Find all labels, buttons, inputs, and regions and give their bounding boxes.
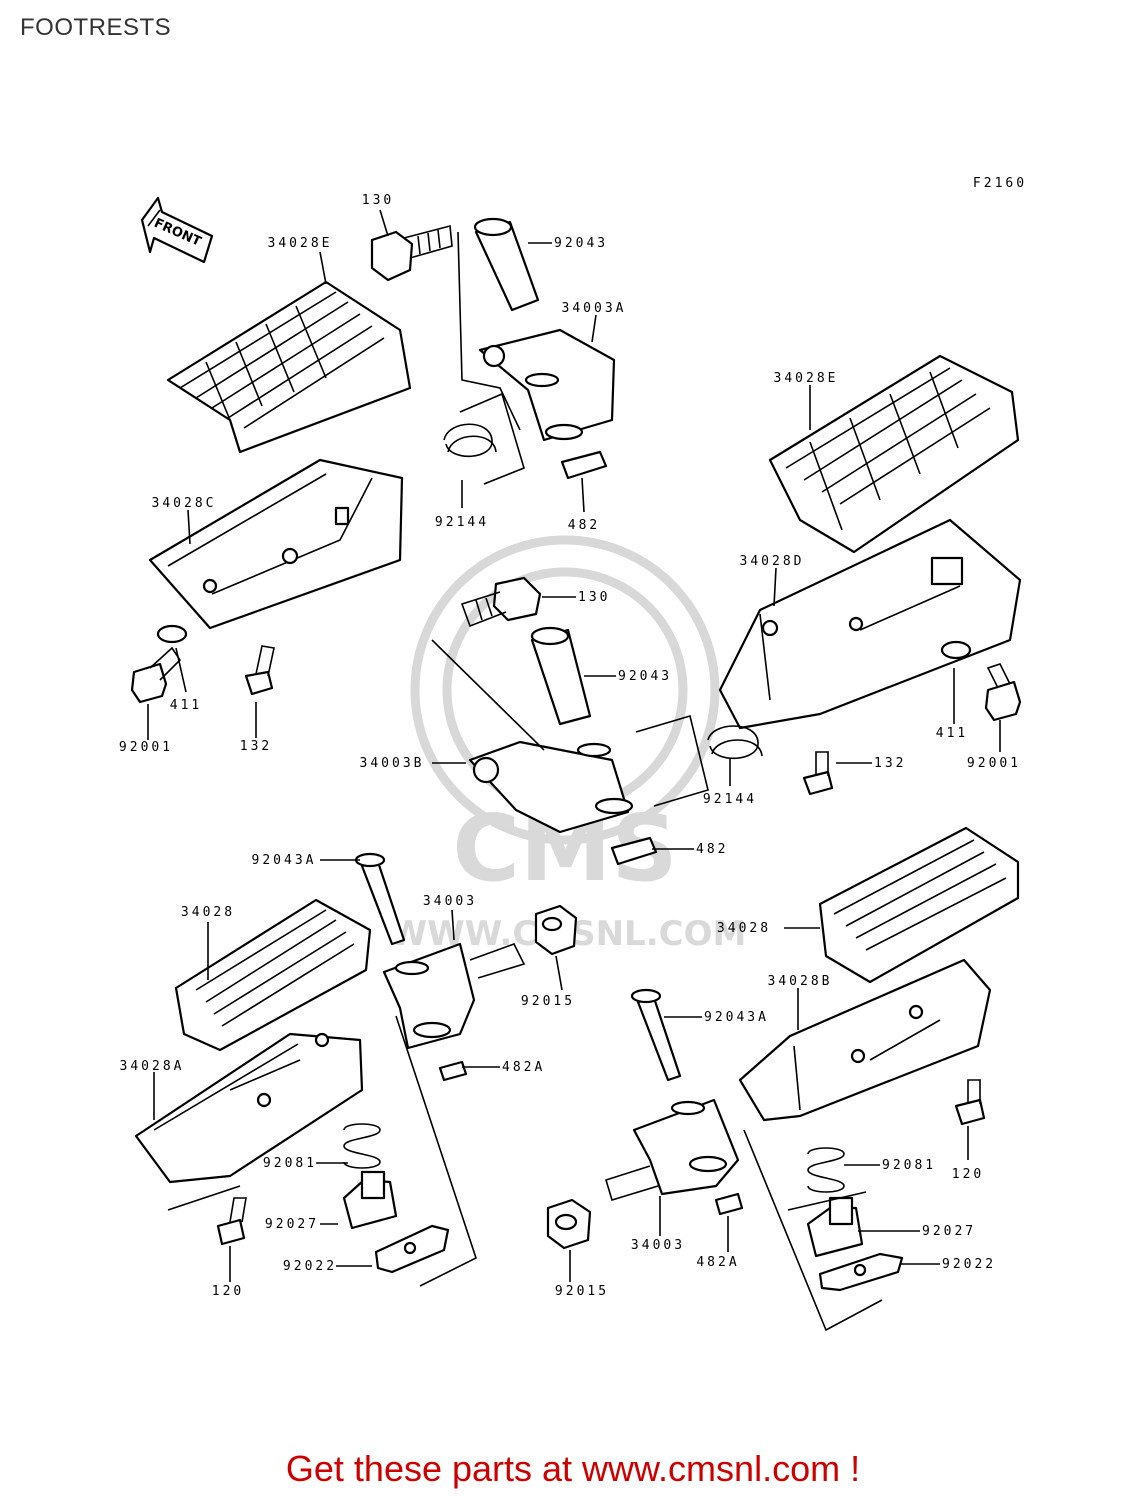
- part-label-34003-left: 34003: [423, 894, 477, 909]
- part-label-92015-left: 92015: [521, 994, 575, 1009]
- bolt-130-mid: [460, 576, 542, 628]
- part-label-34028E-right: 34028E: [774, 371, 839, 386]
- spring-92144-mid: [707, 725, 763, 760]
- part-label-92001-right: 92001: [967, 756, 1021, 771]
- part-label-92043A-right: 92043A: [704, 1010, 769, 1025]
- part-label-132-right: 132: [874, 756, 906, 771]
- part-label-92022-right: 92022: [942, 1257, 996, 1272]
- rubber-pad-34028-right: [818, 826, 1020, 984]
- part-label-34003-right: 34003: [631, 1238, 685, 1253]
- washer-482A-left: [438, 1060, 468, 1082]
- part-label-92001-left: 92001: [119, 740, 173, 755]
- part-label-92081-right: 92081: [882, 1158, 936, 1173]
- rubber-pad-34028E-left: [166, 280, 412, 454]
- bracket-34028A: [134, 1032, 364, 1184]
- spring-92144-top: [443, 423, 497, 458]
- part-label-411-right: 411: [936, 726, 968, 741]
- cmsnl-promo-link[interactable]: Get these parts at www.cmsnl.com !: [285, 1448, 861, 1489]
- part-label-34028B: 34028B: [768, 974, 833, 989]
- holder-34003A: [478, 328, 616, 442]
- assembly-line-right-lower: [743, 1129, 883, 1332]
- bolt-132-right: [802, 751, 834, 796]
- bolt-130-top: [370, 224, 453, 282]
- part-label-411-left: 411: [170, 698, 202, 713]
- part-label-34028-right: 34028: [717, 921, 771, 936]
- part-label-130: 130: [362, 193, 394, 208]
- bolt-92001-right: [984, 663, 1022, 722]
- spring-92081-left: [343, 1123, 381, 1169]
- part-label-92015-right: 92015: [555, 1284, 609, 1299]
- assembly-line-34003A: [457, 231, 521, 431]
- part-label-130-mid: 130: [578, 590, 610, 605]
- rubber-pad-34028E-right: [768, 354, 1020, 554]
- part-label-92144-mid: 92144: [703, 792, 757, 807]
- rubber-pad-34028-left: [174, 898, 372, 1052]
- bolt-132-left: [244, 645, 275, 696]
- part-label-92027-right: 92027: [922, 1224, 976, 1239]
- part-label-120-left: 120: [212, 1284, 244, 1299]
- bolt-92001-left: [130, 646, 182, 704]
- assembly-line-34003B: [431, 639, 545, 751]
- part-label-92043-mid: 92043: [618, 669, 672, 684]
- page-title: FOOTRESTS: [20, 14, 172, 41]
- part-label-92027-left: 92027: [265, 1217, 319, 1232]
- part-label-92043A-left: 92043A: [252, 853, 317, 868]
- part-label-132-left: 132: [240, 739, 272, 754]
- nut-92015-left: [534, 904, 578, 956]
- part-label-482A-left: 482A: [502, 1060, 545, 1075]
- assembly-line-left-lower: [167, 1015, 477, 1287]
- bracket-34028B: [738, 958, 992, 1122]
- nut-92015-right: [546, 1198, 592, 1250]
- holder-34003-right: [605, 1098, 740, 1201]
- bolt-120-right: [954, 1079, 986, 1126]
- pin-92043-mid: [530, 626, 592, 726]
- pin-92043-top: [473, 217, 540, 312]
- part-label-34028C: 34028C: [152, 496, 217, 511]
- part-label-92022-left: 92022: [283, 1259, 337, 1274]
- part-label-92081-left: 92081: [263, 1156, 317, 1171]
- part-label-92043-top: 92043: [554, 236, 608, 251]
- part-label-34028A: 34028A: [120, 1059, 185, 1074]
- bolt-120-left: [216, 1197, 247, 1246]
- part-label-34028-left: 34028: [181, 905, 235, 920]
- figure-code: F2160: [973, 176, 1027, 191]
- stopper-92027-left: [342, 1170, 398, 1230]
- assembly-line-92144-mid: [635, 714, 709, 807]
- cms-watermark: CMS WWW.CMSNL.COM: [390, 535, 746, 954]
- part-label-482A-right: 482A: [696, 1255, 739, 1270]
- part-label-482-top: 482: [568, 518, 600, 533]
- part-label-34028D: 34028D: [740, 554, 805, 569]
- stopper-92027-right: [806, 1196, 864, 1258]
- plate-92022-left: [374, 1224, 450, 1274]
- washer-411-right: [940, 640, 972, 660]
- washer-411-left: [156, 624, 188, 644]
- part-label-34028E-left: 34028E: [268, 236, 333, 251]
- part-drawings: [130, 209, 1022, 1332]
- plate-92022-right: [818, 1252, 904, 1292]
- assembly-line-92144-top: [459, 392, 525, 485]
- holder-34003B: [468, 740, 634, 834]
- washer-482-mid: [610, 836, 658, 866]
- part-label-482-mid: 482: [696, 842, 728, 857]
- part-label-34003B: 34003B: [360, 756, 425, 771]
- washer-482A-right: [714, 1192, 744, 1216]
- part-label-34003A: 34003A: [562, 301, 627, 316]
- front-direction-arrow: FRONT: [140, 196, 214, 264]
- part-label-92144-top: 92144: [435, 515, 489, 530]
- pin-92043A-right: [630, 988, 682, 1082]
- spring-92081-right: [807, 1147, 845, 1193]
- bracket-34028C: [148, 458, 404, 630]
- holder-34003-left: [382, 942, 526, 1050]
- part-label-120-right: 120: [952, 1167, 984, 1182]
- washer-482-top: [560, 450, 608, 480]
- bracket-34028D: [718, 518, 1022, 730]
- leader-lines: [147, 209, 1001, 1282]
